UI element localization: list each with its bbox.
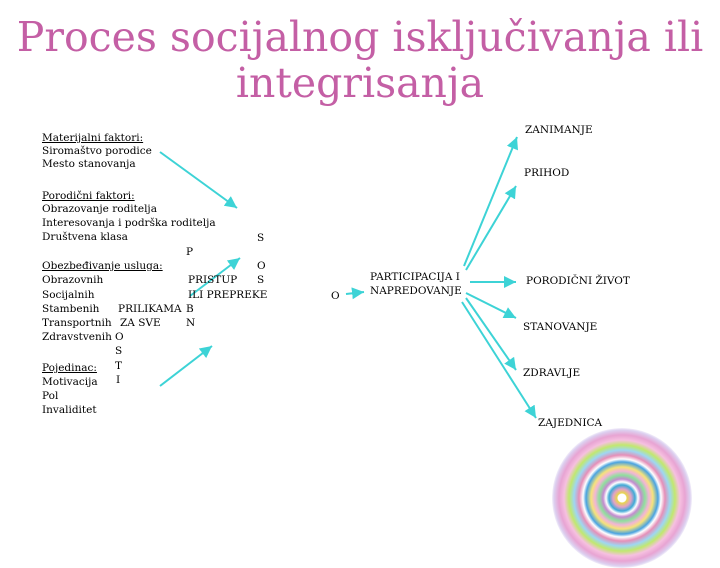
postoji-letter: T — [115, 360, 123, 372]
outcome-stanovanje: STANOVANJE — [523, 321, 598, 333]
prilikama-word: ZA SVE — [120, 317, 161, 329]
porodicni-item: Interesovanja i podrška roditelja — [42, 217, 216, 229]
materijalni-item: Mesto stanovanja — [42, 158, 136, 170]
arrow-usluge — [189, 257, 241, 297]
slide-title: Proces socijalnog isključivanja ili inte… — [0, 14, 720, 106]
usluge-item: Zdravstvenih — [42, 331, 112, 343]
title-line-1: Proces socijalnog isključivanja ili — [16, 13, 704, 61]
postoji-letter: O — [115, 331, 124, 343]
postoji-letter: S — [115, 345, 123, 357]
porodicni-item: Obrazovanje roditelja — [42, 203, 157, 215]
materijalni-item: Siromaštvo porodice — [42, 145, 152, 157]
arrow-materijalni — [159, 151, 238, 209]
usluge-item: Stambenih — [42, 303, 100, 315]
usluge-item: Obrazovnih — [42, 274, 104, 286]
arrow-pojedinac — [159, 345, 213, 387]
arrow-to-zanimanje — [463, 136, 518, 267]
participacija-line: PARTICIPACIJA I — [370, 271, 460, 283]
usluge-heading: Obezbeđivanje usluga: — [42, 260, 163, 272]
outcome-zdravlje: ZDRAVLJE — [523, 367, 581, 379]
outcome-porodicni-zivot: PORODIČNI ŽIVOT — [526, 275, 630, 287]
usluge-item: Transportnih — [42, 317, 112, 329]
arrow-to-prihod — [465, 185, 517, 271]
pojedinac-item: Motivacija — [42, 376, 98, 388]
arrow-o-participacija — [345, 287, 365, 300]
pristup-word: ILI PREPREKE — [188, 289, 268, 301]
title-line-2: integrisanja — [235, 59, 485, 107]
arrow-to-stanovanje — [465, 292, 517, 319]
letter-n: N — [186, 317, 196, 329]
pojedinac-item: Invaliditet — [42, 404, 97, 416]
letter-s-top: S — [257, 232, 265, 244]
arrow-to-zdravlje — [465, 297, 517, 371]
outcome-zanimanje: ZANIMANJE — [525, 124, 593, 136]
usluge-item: Socijalnih — [42, 289, 95, 301]
letter-b: B — [186, 303, 194, 315]
arrow-layer — [159, 136, 537, 419]
participacija-line: NAPREDOVANJE — [370, 285, 462, 297]
pristup-word: PRISTUP — [188, 274, 238, 286]
middle-letter-o: O — [331, 290, 340, 302]
concentric-rings-graphic — [552, 428, 692, 568]
letter-s: S — [257, 274, 265, 286]
letter-o: O — [257, 260, 266, 272]
outcome-prihod: PRIHOD — [524, 167, 570, 179]
letter-p: P — [186, 246, 194, 258]
porodicni-heading: Porodični faktori: — [42, 190, 135, 202]
postoji-letter: I — [116, 374, 121, 386]
prilikama-word: PRILIKAMA — [118, 303, 182, 315]
pojedinac-heading: Pojedinac: — [42, 362, 97, 374]
arrow-to-zajednica — [461, 301, 537, 419]
materijalni-heading: Materijalni faktori: — [42, 132, 144, 144]
porodicni-item: Društvena klasa — [42, 231, 128, 243]
outcome-zajednica: ZAJEDNICA — [538, 417, 603, 429]
pojedinac-item: Pol — [42, 390, 59, 402]
